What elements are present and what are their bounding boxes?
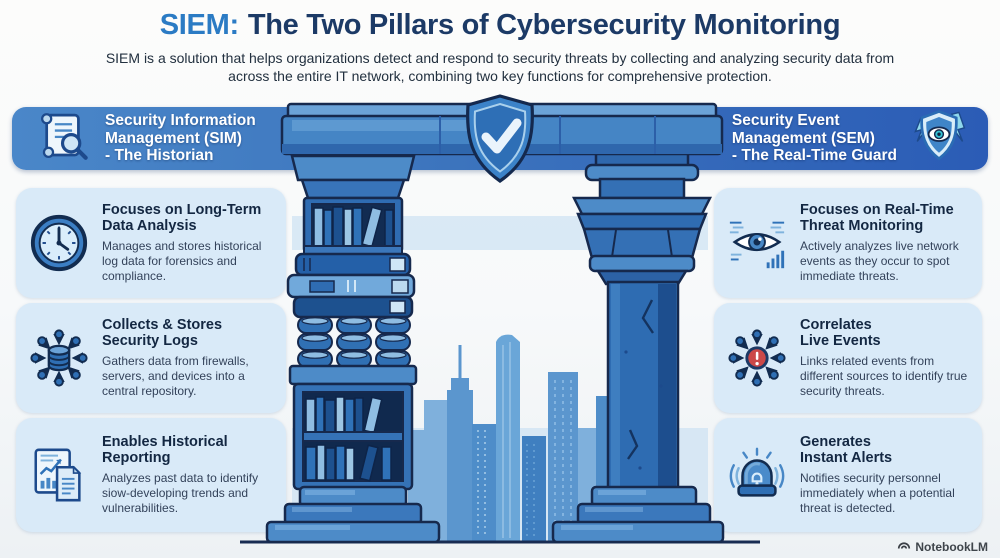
card-title: Focuses on Long-Term Data Analysis [102, 201, 262, 235]
card-realtime-monitoring: Focuses on Real-Time Threat Monitoring A… [714, 188, 982, 298]
card-title: Focuses on Real-Time Threat Monitoring [800, 201, 954, 235]
card-body: Gathers data from firewalls, servers, an… [102, 353, 249, 399]
card-body: Manages and stores historical log data f… [102, 238, 262, 284]
page-title-rest: The Two Pillars of Cybersecurity Monitor… [247, 9, 841, 41]
card-instant-alerts: Generates Instant Alerts Notifies securi… [714, 418, 982, 532]
scroll-magnifier-icon [34, 107, 92, 170]
notebooklm-logo-icon [897, 538, 911, 555]
page-subtitle: SIEM is a solution that helps organizati… [105, 50, 895, 84]
card-body: Analyzes past data to identify siow-deve… [102, 470, 259, 516]
card-body: Links related events from different sour… [800, 353, 968, 399]
card-body: Notifies security personnel immediately … [800, 470, 955, 516]
sim-banner: Security Information Management (SIM) - … [12, 107, 256, 170]
watermark: NotebookLM [897, 538, 988, 555]
sim-banner-title: Security Information Management (SIM) - … [105, 111, 256, 165]
card-title: Collects & Stores Security Logs [102, 316, 223, 350]
database-network-icon [16, 327, 102, 389]
page-title: SIEM:The Two Pillars of Cybersecurity Mo… [0, 9, 1000, 42]
card-body: Actively analyzes live network events as… [800, 238, 959, 284]
sim-feature-list: Focuses on Long-Term Data Analysis Manag… [16, 188, 286, 532]
eye-monitoring-icon [714, 212, 800, 274]
left-pillar-bookshelf [265, 154, 441, 544]
pillars-illustration [240, 94, 760, 544]
correlation-alert-icon [714, 327, 800, 389]
siren-alert-icon [714, 444, 800, 506]
card-correlates-events: Correlates Live Events Links related eve… [714, 303, 982, 413]
shield-check-icon [466, 94, 534, 183]
sem-feature-list: Focuses on Real-Time Threat Monitoring A… [714, 188, 982, 532]
card-collects-logs: Collects & Stores Security Logs Gathers … [16, 303, 286, 413]
sem-banner: Security Event Management (SEM) - The Re… [732, 107, 988, 170]
right-pillar-column [551, 150, 725, 544]
card-title: Generates Instant Alerts [800, 433, 893, 467]
card-title: Correlates Live Events [800, 316, 881, 350]
sem-banner-title: Security Event Management (SEM) - The Re… [731, 111, 897, 165]
card-historical-reporting: Enables Historical Reporting Analyzes pa… [16, 418, 286, 532]
report-chart-icon [16, 444, 102, 506]
page-title-accent: SIEM: [159, 9, 239, 41]
watermark-label: NotebookLM [915, 539, 988, 554]
card-long-term-analysis: Focuses on Long-Term Data Analysis Manag… [16, 188, 286, 298]
clock-icon [16, 212, 102, 274]
shield-eye-icon [910, 107, 968, 170]
card-title: Enables Historical Reporting [102, 433, 228, 467]
